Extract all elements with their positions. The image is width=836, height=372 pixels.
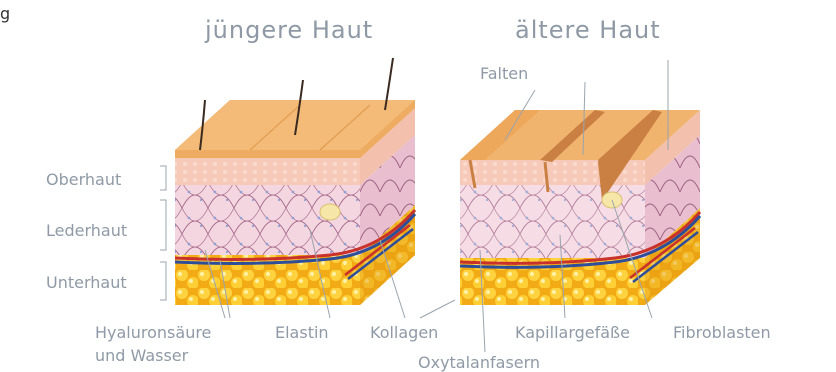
- label-kollagen: Kollagen: [370, 325, 438, 341]
- layer-label-lederhaut: Lederhaut: [46, 223, 127, 239]
- label-und-wasser: und Wasser: [95, 348, 188, 364]
- layer-label-unterhaut: Unterhaut: [46, 275, 127, 291]
- layer-label-oberhaut: Oberhaut: [46, 172, 121, 188]
- label-elastin: Elastin: [275, 325, 329, 341]
- label-falten: Falten: [480, 66, 528, 82]
- label-fibroblasten: Fibroblasten: [673, 325, 771, 341]
- label-oxytalanfasern: Oxytalanfasern: [418, 355, 540, 371]
- old-skin-block: [460, 110, 700, 305]
- label-kapillargefaesse: Kapillargefäße: [515, 325, 630, 341]
- label-hyaluronsaeure: Hyaluronsäure: [95, 325, 211, 341]
- young-skin-block: [175, 58, 415, 305]
